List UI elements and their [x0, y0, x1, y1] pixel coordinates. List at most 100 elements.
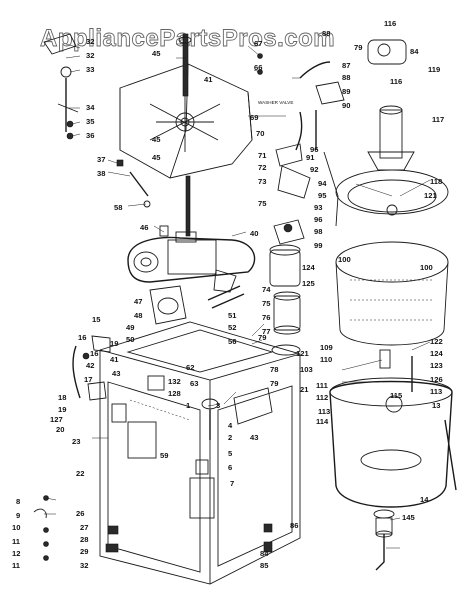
callout-label: 73	[258, 177, 266, 186]
callout-label: 48	[134, 311, 142, 320]
leader-lines	[44, 43, 431, 549]
callout-label: 77	[262, 327, 270, 336]
callout-label: 117	[432, 115, 444, 124]
callout-label: 87	[342, 61, 350, 70]
callout-label: 79	[258, 333, 266, 342]
callout-label: 13	[432, 401, 440, 410]
callout-label: 38	[97, 169, 105, 178]
callout-label: 75	[258, 199, 267, 208]
callout-label: 99	[314, 241, 322, 250]
callout-label: 92	[310, 165, 318, 174]
callout-label: 128	[168, 389, 181, 398]
callout-label: 62	[186, 363, 194, 372]
callout-label: 127	[50, 415, 63, 424]
callout-label: 47	[134, 297, 142, 306]
callout-label: 96	[310, 145, 318, 154]
callout-label: 59	[160, 451, 168, 460]
callout-label: 70	[256, 129, 264, 138]
callout-label: 88	[342, 73, 350, 82]
callout-label: 67	[254, 39, 262, 48]
pump-and-motor	[269, 219, 305, 356]
callout-label: 84	[260, 549, 269, 558]
callout-label: 116	[390, 77, 402, 86]
callout-label: 29	[80, 547, 88, 556]
callout-label: 121	[424, 191, 437, 200]
callout-label: 23	[72, 437, 80, 446]
callout-label: 21	[300, 385, 309, 394]
callout-label: 11	[12, 561, 21, 570]
callout-label: 40	[250, 229, 258, 238]
callout-label: 63	[190, 379, 198, 388]
callout-label: 121	[296, 349, 309, 358]
callout-label: 78	[270, 365, 278, 374]
callout-label: 88	[322, 29, 330, 38]
callout-label: 76	[262, 313, 270, 322]
callout-label: 33	[86, 65, 94, 74]
callout-label: 113	[318, 407, 330, 416]
callout-label: 95	[318, 191, 327, 200]
fill-hoses-and-valve	[33, 335, 111, 561]
callout-label: 49	[126, 323, 134, 332]
callout-label: 45	[152, 135, 161, 144]
callout-label: 16	[90, 349, 98, 358]
callout-label: 14	[420, 495, 429, 504]
callout-label: 91	[306, 153, 315, 162]
callout-label: 2	[228, 433, 232, 442]
callout-label: 35	[86, 117, 95, 126]
callout-label: 17	[84, 375, 92, 384]
callout-label: 51	[228, 311, 237, 320]
callout-label: 26	[76, 509, 84, 518]
callout-label: 50	[126, 335, 134, 344]
callout-label: 20	[56, 425, 64, 434]
callout-label: 111	[316, 381, 329, 390]
callout-label: 58	[114, 203, 122, 212]
callout-label: 113	[430, 387, 442, 396]
callout-label: 89	[342, 87, 350, 96]
callout-label: 85	[260, 561, 269, 570]
callout-label: 115	[390, 391, 403, 400]
callout-label: 103	[300, 365, 313, 374]
callout-label: 116	[384, 19, 396, 28]
washer-valve-note: WASHER VALVE	[258, 100, 293, 105]
callout-label: 19	[110, 339, 118, 348]
callout-labels: 32 32 33 34 35 36 37 38 58 45 45 45 41 6…	[12, 19, 444, 570]
gearcase-cover-assembly	[119, 33, 253, 179]
callout-label: 86	[290, 521, 298, 530]
callout-label: 84	[410, 47, 419, 56]
callout-label: 119	[428, 65, 440, 74]
callout-label: 56	[228, 337, 236, 346]
transmission-and-motor-drive	[127, 175, 256, 325]
callout-label: 7	[230, 479, 234, 488]
callout-label: 71	[258, 151, 267, 160]
callout-label: 122	[430, 337, 443, 346]
callout-label: 123	[430, 361, 443, 370]
callout-label: 15	[92, 315, 101, 324]
callout-label: 72	[258, 163, 266, 172]
callout-label: 52	[228, 323, 236, 332]
callout-label: 41	[204, 75, 213, 84]
callout-label: 93	[314, 203, 322, 212]
callout-label: 9	[16, 511, 20, 520]
callout-label: 22	[76, 469, 84, 478]
callout-label: 3	[216, 401, 220, 410]
callout-label: 75	[262, 299, 271, 308]
callout-label: 114	[316, 417, 329, 426]
callout-label: 112	[316, 393, 328, 402]
callout-label: 110	[320, 355, 332, 364]
drain-hose-parts	[373, 509, 395, 571]
callout-label: 145	[402, 513, 415, 522]
callout-label: 132	[168, 377, 181, 386]
callout-label: 98	[314, 227, 322, 236]
callout-label: 74	[262, 285, 271, 294]
callout-label: 125	[302, 279, 315, 288]
callout-label: 43	[250, 433, 258, 442]
callout-label: 79	[354, 43, 362, 52]
callout-label: 11	[12, 537, 21, 546]
callout-label: 8	[16, 497, 20, 506]
callout-label: 32	[86, 37, 94, 46]
callout-label: 34	[86, 103, 95, 112]
callout-label: 10	[12, 523, 20, 532]
callout-label: 32	[80, 561, 88, 570]
callout-label: 18	[58, 393, 66, 402]
